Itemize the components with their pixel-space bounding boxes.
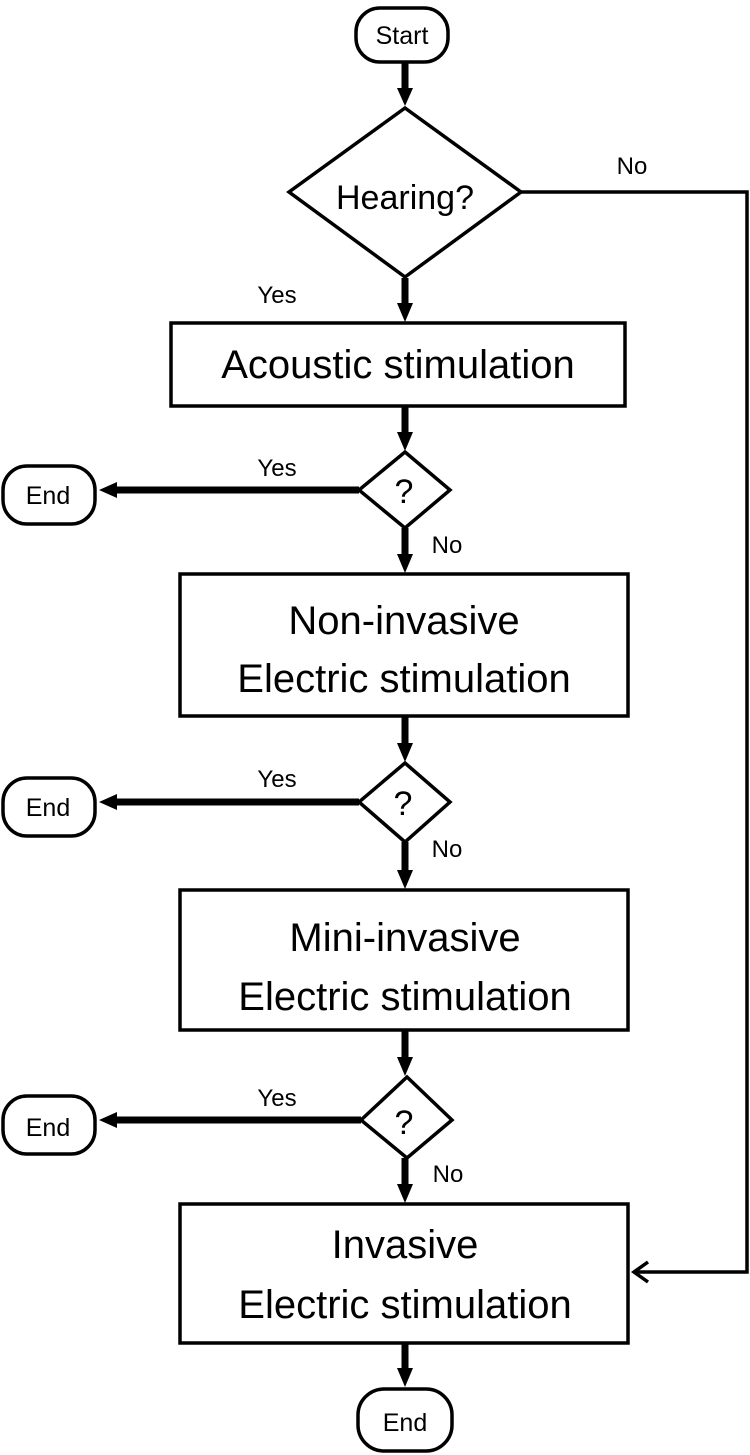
decision2: ? xyxy=(356,760,453,845)
noninvasive-box: Non-invasive Electric stimulation xyxy=(178,572,630,718)
edge-acoustic-to-decision1 xyxy=(397,406,413,451)
invasive-box: Invasive Electric stimulation xyxy=(178,1202,630,1345)
end2-label: End xyxy=(26,794,70,822)
label-hearing-yes: Yes xyxy=(257,282,296,309)
edge-hearing-yes xyxy=(397,278,413,322)
edge-decision3-no xyxy=(397,1158,413,1203)
label-decision3-yes: Yes xyxy=(257,1085,296,1112)
edge-decision1-yes xyxy=(99,482,359,498)
end-terminator-3: End xyxy=(1,1094,97,1156)
end3-label: End xyxy=(26,1114,70,1142)
decision3: ? xyxy=(358,1074,455,1161)
label-decision2-yes: Yes xyxy=(257,766,296,793)
hearing-label: Hearing? xyxy=(336,179,474,217)
edge-noninvasive-to-decision2 xyxy=(397,716,413,762)
edge-decision2-yes xyxy=(99,794,359,810)
hearing-decision: Hearing? xyxy=(286,105,524,280)
start-label: Start xyxy=(376,22,429,50)
miniinvasive-line1: Mini-invasive xyxy=(289,916,520,960)
edge-invasive-to-end xyxy=(397,1343,413,1387)
invasive-line2: Electric stimulation xyxy=(238,1283,571,1327)
miniinvasive-line2: Electric stimulation xyxy=(238,975,571,1019)
decision1-label: ? xyxy=(395,473,414,511)
end-terminator-2: End xyxy=(1,776,97,838)
label-decision3-no: No xyxy=(433,1161,464,1188)
acoustic-label: Acoustic stimulation xyxy=(221,343,574,387)
edge-hearing-no xyxy=(521,190,749,1284)
end-final-label: End xyxy=(383,1409,427,1437)
start-terminator: Start xyxy=(354,6,450,64)
label-hearing-no: No xyxy=(617,153,648,180)
label-decision1-no: No xyxy=(432,532,463,559)
edge-decision2-no xyxy=(397,842,413,889)
edge-miniinvasive-to-decision3 xyxy=(397,1030,413,1076)
noninvasive-line2: Electric stimulation xyxy=(237,657,570,701)
decision2-label: ? xyxy=(394,785,413,823)
decision3-label: ? xyxy=(395,1104,414,1142)
label-decision2-no: No xyxy=(432,836,463,863)
noninvasive-line1: Non-invasive xyxy=(288,599,519,643)
invasive-line1: Invasive xyxy=(332,1223,479,1267)
miniinvasive-box: Mini-invasive Electric stimulation xyxy=(178,888,630,1032)
end1-label: End xyxy=(26,482,70,510)
decision1: ? xyxy=(356,449,453,531)
edge-decision3-yes xyxy=(99,1112,361,1128)
acoustic-stimulation-box: Acoustic stimulation xyxy=(169,321,627,408)
edge-decision1-no xyxy=(397,528,413,573)
label-decision1-yes: Yes xyxy=(257,455,296,482)
end-terminator-final: End xyxy=(356,1387,454,1453)
edge-start-to-hearing xyxy=(397,62,413,106)
end-terminator-1: End xyxy=(1,464,97,526)
